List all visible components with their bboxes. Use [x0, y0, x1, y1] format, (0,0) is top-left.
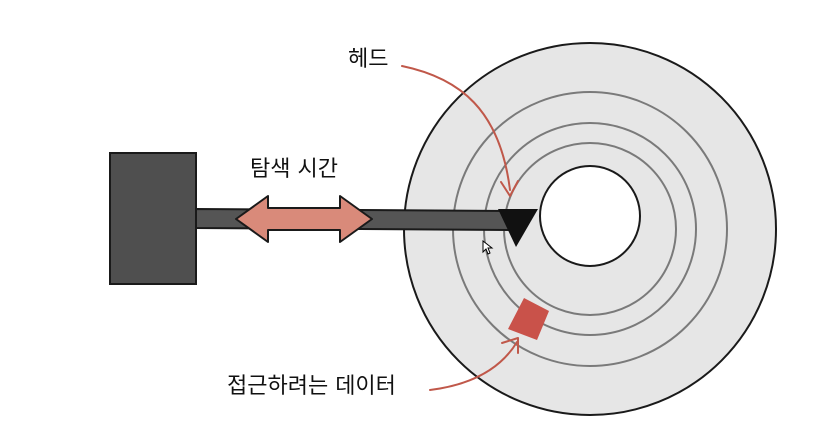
target-pointer-arrowhead — [501, 337, 519, 354]
head-label: 헤드 — [348, 47, 389, 72]
head-pointer-arrowhead — [500, 180, 519, 197]
target-pointer-arrow — [429, 341, 518, 391]
mouse-cursor-icon — [482, 239, 494, 255]
target-data-label: 접근하려는 데이터 — [227, 374, 396, 399]
target-data-sector — [508, 298, 549, 340]
read-write-head — [498, 209, 538, 247]
head-pointer-arrow — [401, 65, 511, 191]
seek-time-label: 탐색 시간 — [250, 157, 338, 182]
spindle-hole — [539, 165, 641, 267]
actuator-block — [109, 152, 197, 285]
seek-time-arrow — [235, 195, 373, 243]
